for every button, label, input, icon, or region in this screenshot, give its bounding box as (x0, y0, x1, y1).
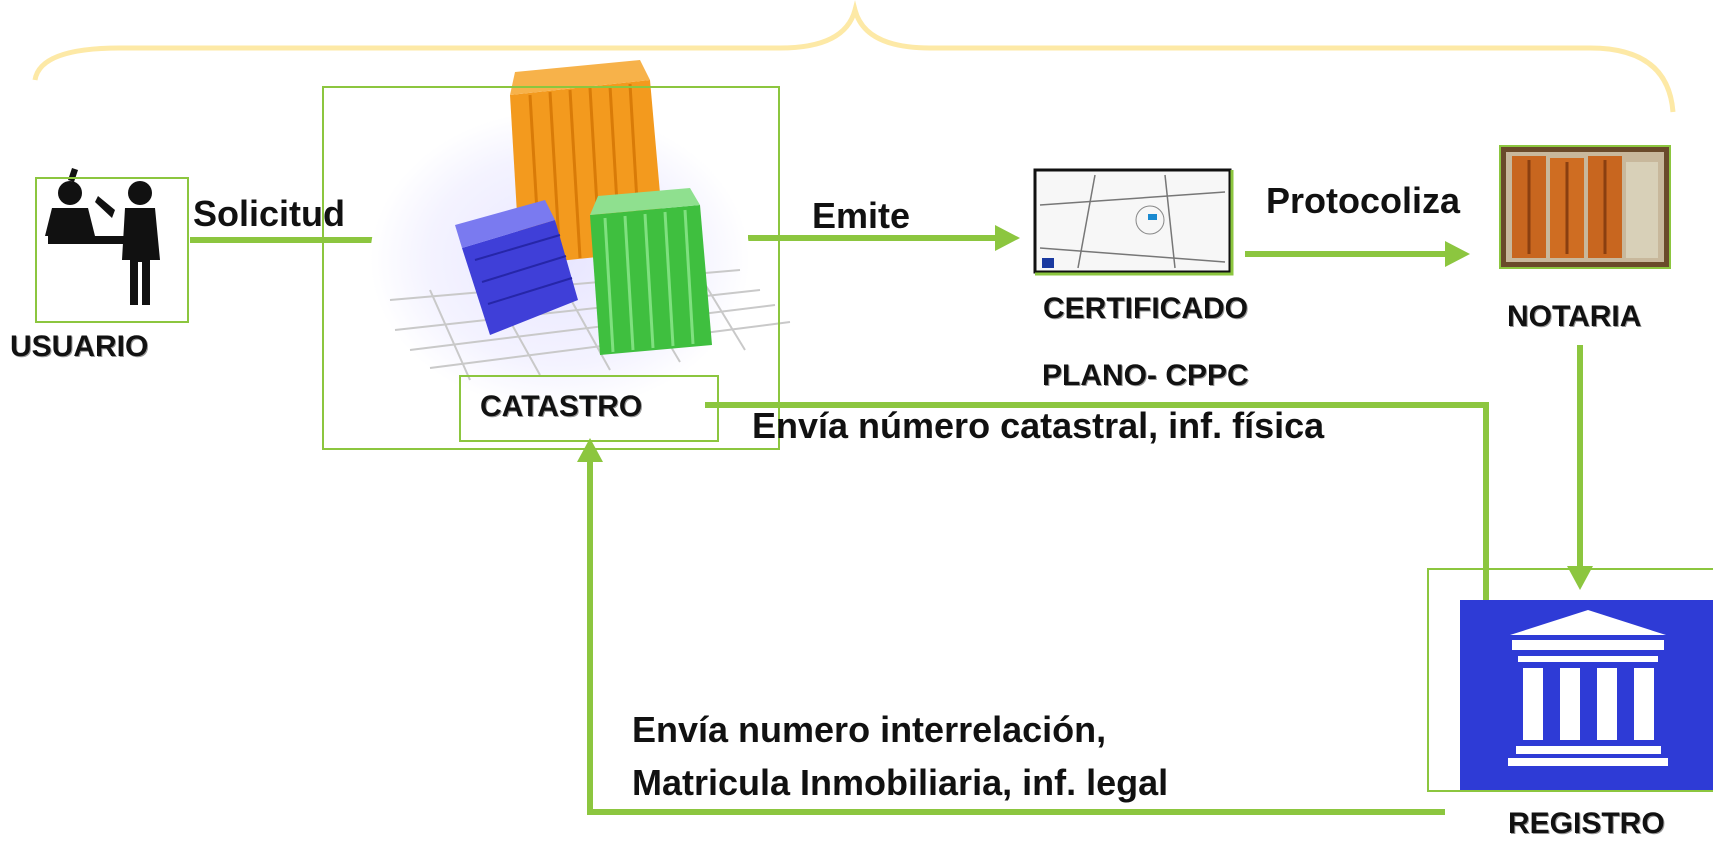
notaria-binders-icon (1499, 145, 1671, 269)
catastro-label-frame (459, 375, 719, 442)
emite-label: Emite (812, 195, 911, 236)
envia-catastral-label: Envía número catastral, inf. física (752, 405, 1325, 446)
registro-frame (1427, 568, 1713, 792)
usuario-icon (45, 168, 160, 305)
top-brace (32, 0, 1676, 113)
green-building-icon (590, 188, 712, 355)
catastro-grid (389, 269, 791, 381)
envia-interrelacion-line2: Matricula Inmobiliaria, inf. legal (632, 762, 1169, 803)
blue-building-icon (455, 200, 578, 335)
envia-interrelacion-line1: Envía numero interrelación, (632, 709, 1107, 750)
certificado-map-icon (1033, 168, 1234, 276)
protocoliza-label: Protocoliza (1266, 180, 1461, 221)
usuario-label: USUARIO (10, 330, 149, 363)
solicitud-label: Solicitud (193, 193, 345, 234)
notaria-label: NOTARIA (1507, 300, 1642, 333)
certificado-label: CERTIFICADO (1043, 292, 1248, 325)
registro-building-icon (1460, 600, 1713, 790)
catastro-frame (322, 86, 780, 450)
arrow-envia-catastral (705, 402, 1489, 645)
catastro-label: CATASTRO (480, 390, 643, 423)
arrow-envia-interrelacion (587, 450, 1445, 815)
registro-label: REGISTRO (1508, 807, 1665, 840)
usuario-frame (35, 177, 189, 323)
plano-label: PLANO- CPPC (1042, 359, 1249, 392)
